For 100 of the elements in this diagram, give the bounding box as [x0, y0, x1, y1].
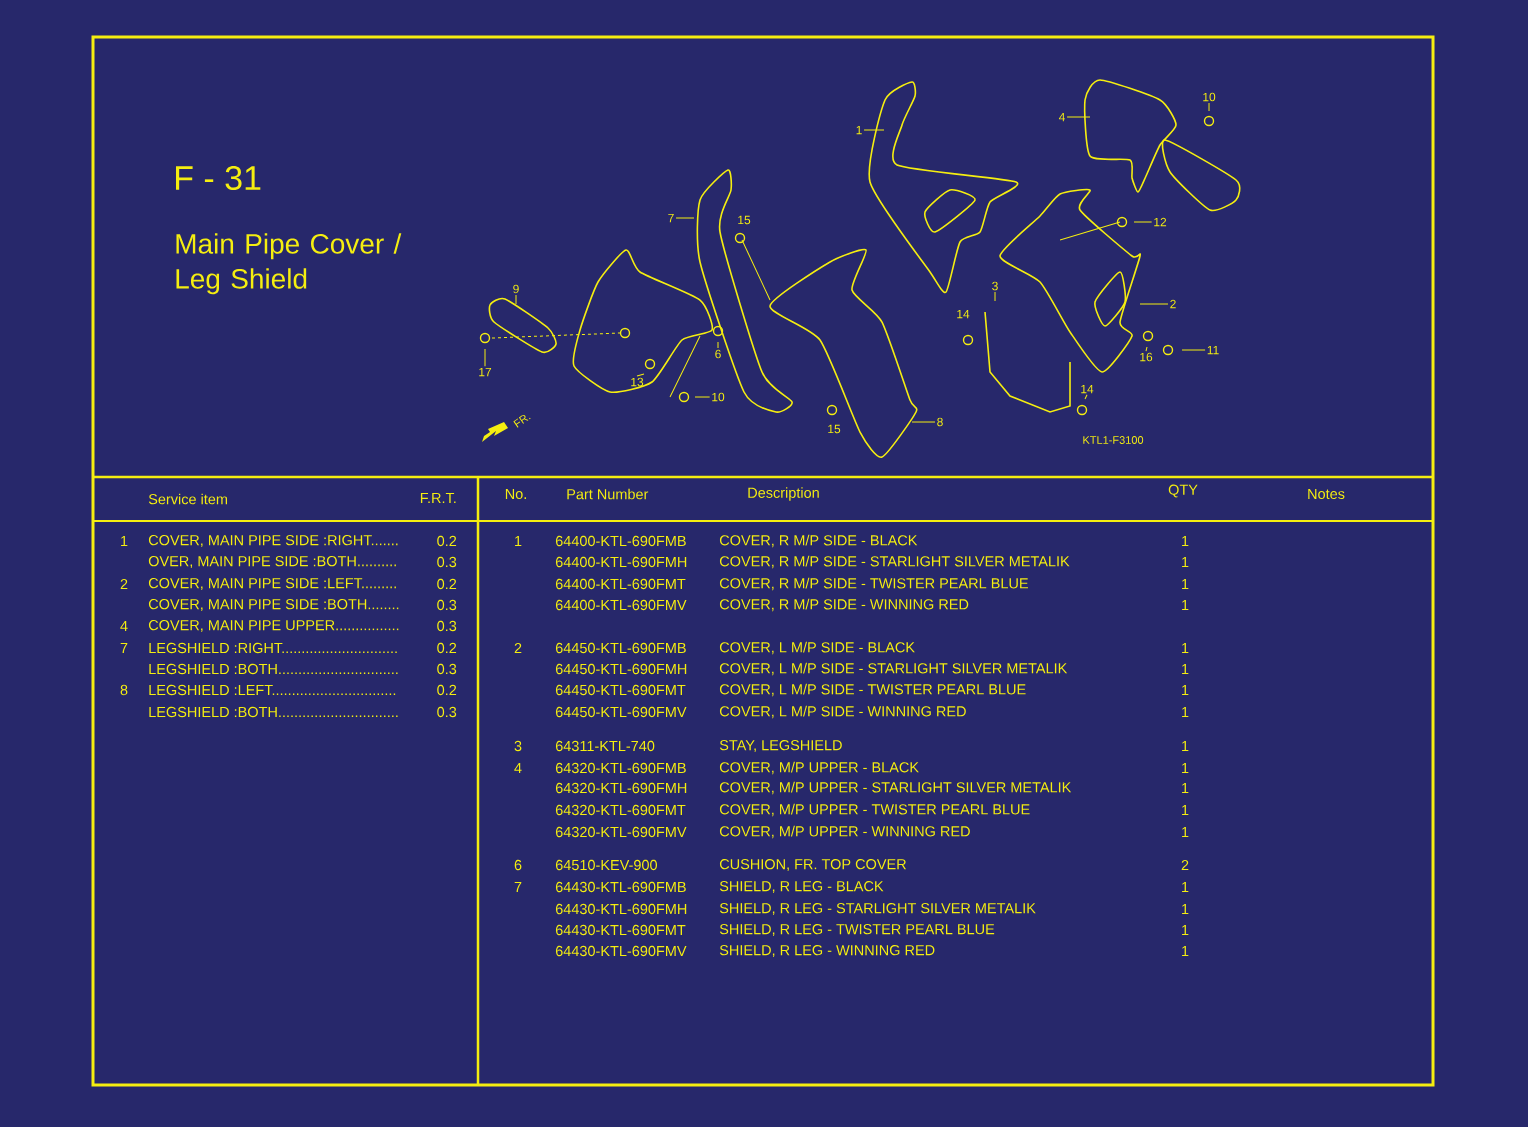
- leader-line: [484, 348, 486, 367]
- leader-line: [1208, 102, 1210, 112]
- table-cell: 1: [1182, 925, 1189, 935]
- table-cell: 64450-KTL-690FMB: [555, 642, 686, 654]
- item-number: 6: [514, 859, 522, 871]
- table-cell: 1: [1182, 741, 1189, 751]
- table-cell: 1: [1182, 536, 1189, 546]
- table-cell: COVER, M/P UPPER - TWISTER PEARL BLUE: [719, 803, 1030, 817]
- table-cell: 1: [1182, 600, 1189, 610]
- table-cell: COVER, MAIN PIPE SIDE :RIGHT.......: [148, 535, 398, 547]
- table-cell: 2: [1181, 859, 1189, 871]
- table-cell: OVER, MAIN PIPE SIDE :BOTH..........: [148, 556, 396, 568]
- table-cell: 0.2: [437, 578, 457, 590]
- leader-line: [675, 217, 695, 219]
- table-cell: 64430-KTL-690FMT: [555, 924, 686, 936]
- leader-line: [994, 291, 996, 302]
- column-header: Notes: [1308, 488, 1345, 500]
- table-cell: 1: [1182, 664, 1189, 674]
- table-cell: 0.3: [437, 706, 457, 718]
- table-cell: 0.2: [437, 535, 457, 547]
- table-cell: LEGSHIELD :LEFT...............................: [149, 684, 396, 696]
- heading: F - 31: [176, 165, 261, 191]
- table-cell: 0.3: [437, 663, 457, 675]
- table-cell: SHIELD, R LEG - STARLIGHT SILVER METALIK: [719, 903, 1036, 915]
- table-cell: COVER, R M/P SIDE - BLACK: [719, 534, 918, 548]
- table-cell: STAY, LEGSHIELD: [719, 740, 842, 752]
- callout-number: 3: [992, 281, 998, 291]
- table-cell: 1: [1182, 783, 1189, 793]
- column-header: No.: [505, 488, 526, 500]
- table-cell: COVER, R M/P SIDE - STARLIGHT SILVER METALIK: [719, 555, 1070, 569]
- table-cell: 1: [1182, 882, 1189, 892]
- leader-line: [1066, 116, 1091, 118]
- table-cell: COVER, L M/P SIDE - WINNING RED: [719, 705, 966, 719]
- table-cell: 64450-KTL-690FMT: [555, 684, 686, 696]
- table-cell: 1: [1182, 707, 1189, 717]
- table-cell: SHIELD, R LEG - TWISTER PEARL BLUE: [719, 924, 995, 936]
- callout-number: 6: [715, 349, 721, 359]
- callout-number: 9: [513, 284, 519, 294]
- table-cell: COVER, M/P UPPER - WINNING RED: [719, 825, 970, 839]
- drawing-code: KTL1-F3100: [1083, 436, 1144, 444]
- leader-line: [1139, 303, 1169, 305]
- callout-number: 12: [1154, 217, 1167, 227]
- table-cell: 0.2: [437, 642, 457, 654]
- table-cell: 64320-KTL-690FMV: [555, 826, 687, 838]
- callout-number: 11: [1207, 345, 1219, 355]
- table-cell: CUSHION, FR. TOP COVER: [719, 859, 906, 871]
- table-cell: COVER, R M/P SIDE - WINNING RED: [719, 598, 969, 612]
- callout-number: 13: [631, 377, 644, 387]
- item-number: 4: [514, 763, 522, 773]
- subtitle: Main Pipe Cover / Leg Shield: [176, 233, 402, 295]
- callout-number: 10: [712, 392, 725, 402]
- leader-line: [1145, 346, 1148, 352]
- table-cell: COVER, M/P UPPER - STARLIGHT SILVER METALIK: [719, 781, 1072, 795]
- item-number: 8: [120, 684, 128, 696]
- table-cell: 64450-KTL-690FMH: [555, 663, 687, 675]
- leader-line: [717, 341, 719, 349]
- item-number: 7: [514, 882, 522, 892]
- callout-number: 8: [937, 417, 943, 427]
- table-cell: 64450-KTL-690FMV: [555, 706, 687, 718]
- table-cell: 64320-KTL-690FMH: [555, 782, 687, 794]
- callout-number: 10: [1203, 92, 1216, 102]
- leader-line: [694, 396, 711, 398]
- table-cell: 64510-KEV-900: [555, 859, 657, 871]
- table-cell: 64400-KTL-690FMV: [555, 599, 687, 611]
- callout-number: 15: [738, 215, 751, 225]
- table-cell: 0.2: [437, 684, 457, 696]
- table-cell: COVER, L M/P SIDE - TWISTER PEARL BLUE: [719, 683, 1026, 697]
- table-cell: 64400-KTL-690FMB: [555, 535, 686, 547]
- item-number: 3: [514, 740, 522, 752]
- leader-line: [1133, 221, 1153, 223]
- callout-number: 1: [856, 125, 862, 135]
- column-header: F.R.T.: [420, 493, 456, 503]
- table-cell: COVER, M/P UPPER - BLACK: [719, 761, 919, 775]
- table-cell: 64430-KTL-690FMV: [555, 945, 687, 957]
- table-cell: 1: [1182, 946, 1189, 956]
- table-cell: 0.3: [437, 556, 457, 568]
- table-cell: 1: [1182, 763, 1189, 773]
- column-header: QTY: [1168, 484, 1198, 498]
- table-cell: 64320-KTL-690FMT: [555, 804, 686, 816]
- column-header: Part Number: [567, 488, 649, 500]
- table-cell: 64311-KTL-740: [555, 740, 655, 752]
- table-cell: 1: [1182, 805, 1189, 815]
- item-number: 4: [120, 621, 128, 631]
- leader-line: [636, 373, 645, 377]
- table-cell: 64430-KTL-690FMB: [555, 881, 686, 893]
- table-cell: 1: [1182, 579, 1189, 589]
- item-number: 2: [514, 642, 522, 654]
- callout-number: 4: [1058, 112, 1065, 122]
- callout-number: 14: [957, 309, 970, 319]
- table-cell: 0.3: [437, 599, 457, 611]
- table-cell: 1: [1182, 904, 1189, 914]
- table-cell: 1: [1182, 827, 1189, 837]
- table-cell: 1: [1182, 643, 1189, 653]
- item-number: 1: [515, 536, 522, 546]
- column-header: Description: [748, 487, 819, 501]
- table-cell: 64320-KTL-690FMB: [555, 762, 686, 774]
- table-cell: LEGSHIELD :RIGHT.............................: [149, 642, 397, 654]
- table-cell: 64430-KTL-690FMH: [555, 903, 687, 915]
- item-number: 2: [120, 578, 128, 590]
- table-cell: COVER, MAIN PIPE SIDE :LEFT.........: [148, 578, 396, 590]
